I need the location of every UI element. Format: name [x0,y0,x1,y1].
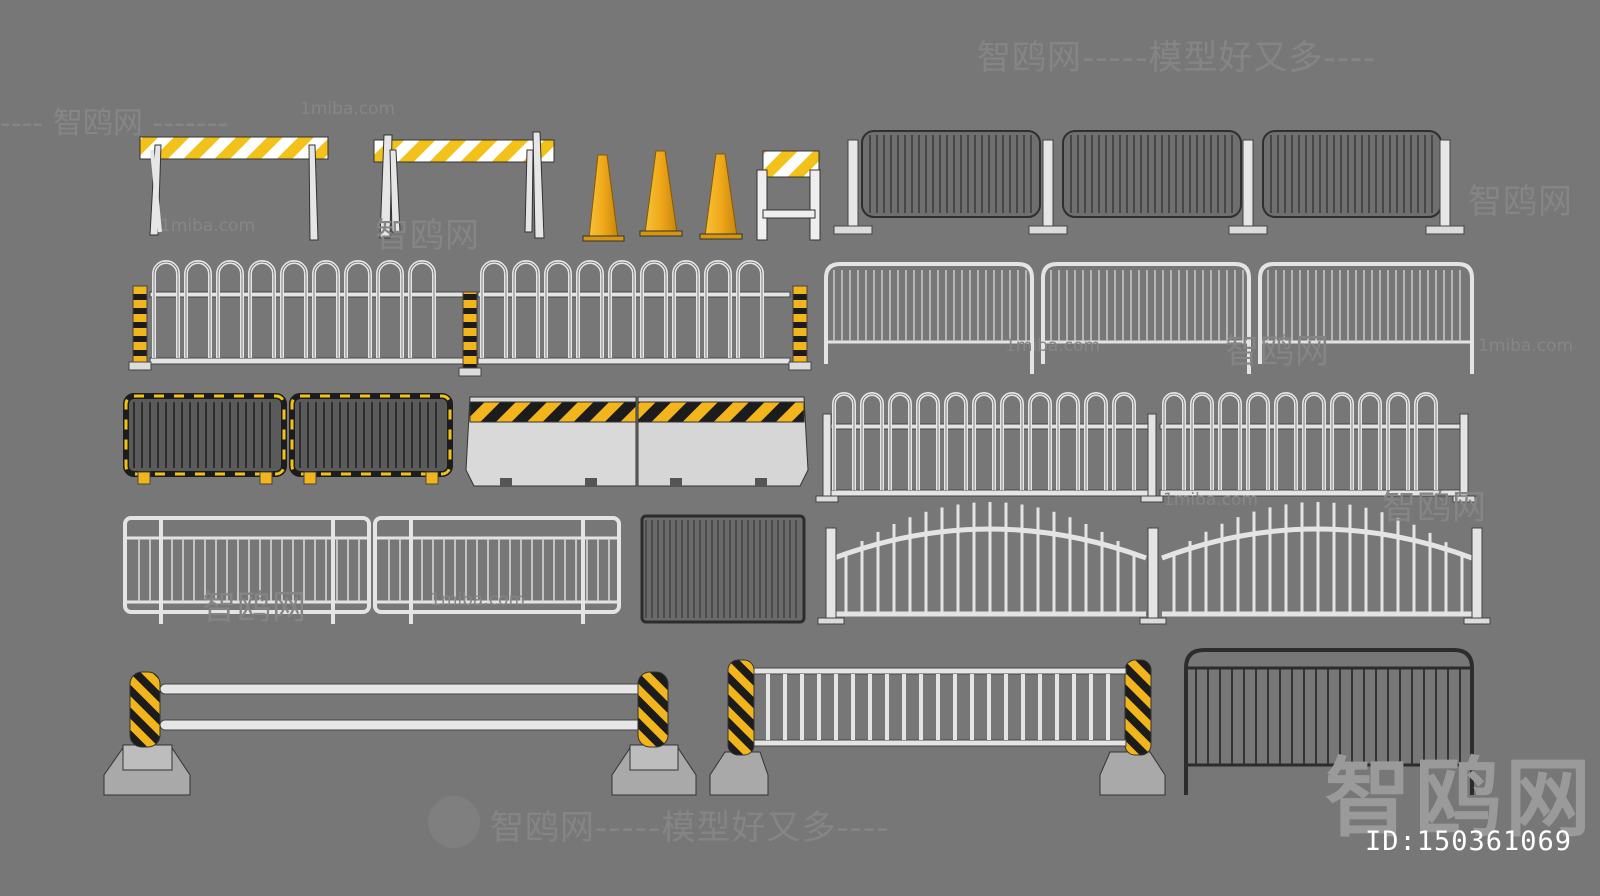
bow-top-fence-row [817,502,1491,625]
arched-fence-row-1 [128,260,812,377]
mesh-fence-panel-row [833,130,1465,235]
watermark-site-2: 1miba.com [160,216,256,236]
crowd-barrier-row-1 [824,262,1474,374]
frame-rail-row [123,516,621,624]
bollard-fence [709,659,1166,796]
watermark-top: 智鸥网-----模型好又多---- [977,38,1377,78]
mesh-panel [640,514,806,624]
traffic-cone-2 [639,150,683,237]
watermark-bottom: 智鸥网-----模型好又多---- [490,808,890,848]
watermark-site-1: 1miba.com [300,99,396,119]
watermark-small-5: 智鸥网 [1382,488,1487,528]
seagull-logo-icon [428,796,480,848]
concrete-jersey-barrier-row [465,396,809,487]
watermark-site-5: 1miba.com [1163,490,1259,510]
arched-fence-row-2 [815,392,1476,503]
yellow-edge-barrier-row [123,393,453,485]
watermark-small-3: 智鸥网 [1468,182,1573,222]
traffic-cone-1 [582,154,625,242]
watermark-small-1: ---- 智鸥网 ------- [0,106,229,141]
watermark-small-4: 智鸥网 [1225,332,1330,372]
a-frame-barricade-1 [139,136,329,241]
sawhorse-barricade [756,150,821,241]
bollard-twin-rail [103,671,697,796]
watermark-small-2: 智鸥网 [375,216,480,256]
traffic-cone-3 [699,153,743,240]
watermark-small-6: 智鸥网 [202,588,307,628]
watermark-site-4: 1miba.com [1005,336,1101,356]
model-id-label: ID:150361069 [1365,826,1573,857]
watermark-site-6: 1miba.com [430,590,526,610]
brand-logo: 智鸥网 [1325,749,1595,849]
crowd-barrier-single [1184,648,1474,795]
a-frame-barricade-2 [373,131,555,239]
watermark-site-3: 1miba.com [1478,336,1574,356]
